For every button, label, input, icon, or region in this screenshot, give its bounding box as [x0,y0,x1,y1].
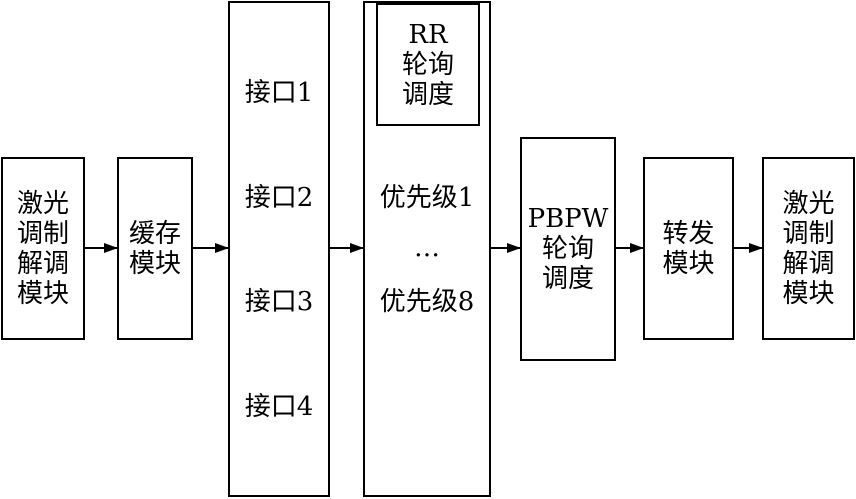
rr-polling-scheduler: RR 轮询 调度 [376,3,480,126]
label-line: 转发 [662,218,715,249]
label-line: 轮询 [541,234,594,264]
laser-modem-left-label: 激光 调制 解调 模块 [3,189,83,309]
pbpw-polling-scheduler: PBPW 轮询 调度 [520,137,616,361]
label-line: 激光 [782,188,835,219]
label-line: 模块 [128,248,181,279]
label-line: 解调 [16,248,69,279]
pbpw-scheduler-label: PBPW 轮询 调度 [522,204,614,294]
laser-modem-module-right: 激光 调制 解调 模块 [762,157,855,340]
label-line: 模块 [782,278,835,309]
interface-2: 接口2 [244,183,314,213]
priority-8: 优先级8 [379,287,475,317]
label-line: 解调 [782,248,835,279]
laser-modem-right-label: 激光 调制 解调 模块 [764,189,853,309]
label-line: 模块 [662,248,715,279]
label-line: 缓存 [128,218,181,249]
label-line: 调制 [16,218,69,249]
label-line: 轮询 [401,49,454,80]
label-line: 调度 [401,79,454,110]
label-line: 调制 [782,218,835,249]
label-line: 激光 [16,188,69,219]
laser-modem-module-left: 激光 调制 解调 模块 [1,157,85,340]
interfaces-block: 接口1 接口2 接口3 接口4 [228,1,330,497]
label-line: 模块 [16,278,69,309]
buffer-module: 缓存 模块 [117,157,193,340]
interface-3: 接口3 [244,287,314,317]
label-line: 调度 [541,264,594,294]
rr-scheduler-label: RR 轮询 调度 [378,20,478,110]
priority-ellipsis: … [414,233,440,263]
forwarding-module-label: 转发 模块 [645,219,732,279]
forwarding-module: 转发 模块 [643,157,734,340]
interface-4: 接口4 [244,392,314,422]
priority-1: 优先级1 [379,183,475,213]
label-line: RR [408,19,448,50]
priority-scheduler-block: RR 轮询 调度 优先级1 … 优先级8 [363,1,491,497]
label-line: PBPW [527,204,609,234]
buffer-module-label: 缓存 模块 [119,219,191,279]
interface-1: 接口1 [244,78,314,108]
